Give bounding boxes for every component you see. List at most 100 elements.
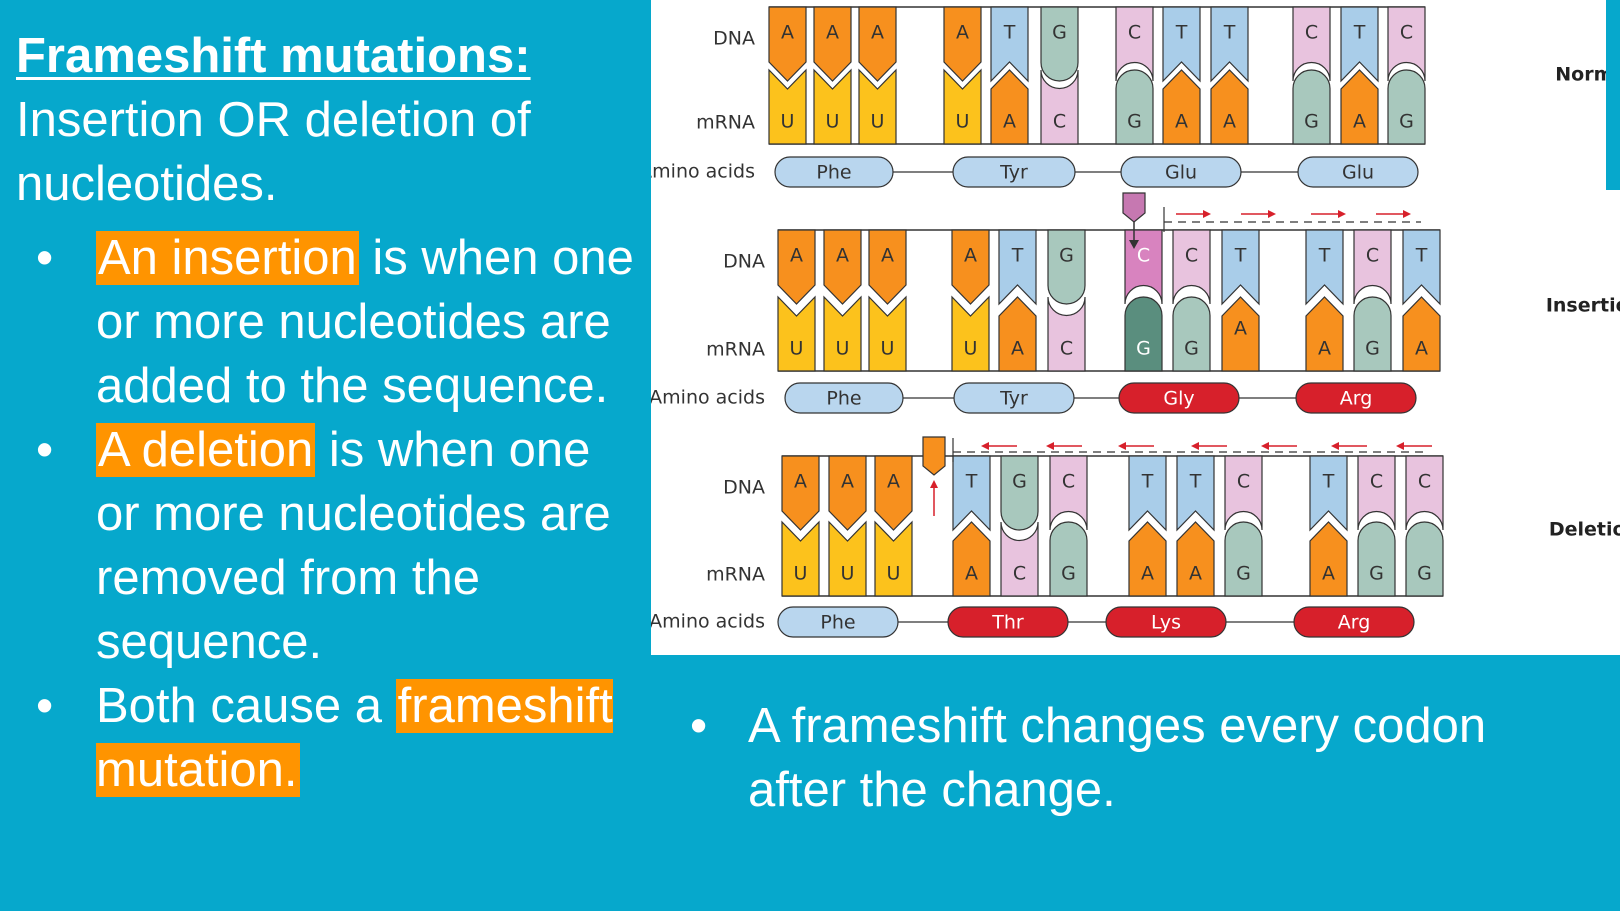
dna-base-letter: A [781, 22, 794, 44]
amino-acid-pill [947, 606, 1069, 638]
dna-base [990, 6, 1029, 83]
shift-left-arrowhead [1396, 442, 1404, 450]
shift-left-arrowhead [981, 442, 989, 450]
dna-base-letter: T [965, 471, 978, 493]
mrna-base [813, 68, 852, 145]
amino-acid-pill [1120, 156, 1242, 188]
dna-base [1305, 229, 1344, 306]
amino-acid-pill [1297, 156, 1419, 188]
mrna-base [1224, 521, 1263, 597]
mrna-base-letter: C [1013, 563, 1026, 585]
dna-base [1221, 229, 1260, 306]
dna-base [1387, 6, 1426, 82]
amino-acid-label: Thr [991, 612, 1024, 634]
dna-base [1000, 455, 1039, 531]
mrna-base [1309, 521, 1348, 597]
mrna-base [1047, 296, 1086, 372]
mrna-base [1115, 69, 1154, 145]
mrna-base-letter: U [790, 338, 804, 360]
bullet-insertion-text: is when one or more nucleotides are adde… [96, 231, 634, 413]
dna-label: DNA [723, 251, 765, 273]
dna-base-letter: T [1141, 471, 1154, 493]
dna-base-letter: A [841, 471, 854, 493]
dna-base-letter: G [1012, 471, 1027, 493]
bullet-deletion: •A deletion is when one or more nucleoti… [16, 418, 641, 674]
insertion-arrowhead [1129, 240, 1139, 249]
mutation-type-label: Deletion [1549, 519, 1620, 541]
dna-base-letter: A [836, 245, 849, 267]
mrna-base [823, 295, 862, 372]
mutation-type-label: Normal [1555, 64, 1620, 86]
dna-base [1405, 455, 1444, 531]
dna-base [858, 6, 897, 82]
mrna-base [1357, 521, 1396, 597]
dna-base [1047, 229, 1086, 305]
mrna-label: mRNA [696, 112, 755, 134]
dna-base-letter: T [1011, 245, 1024, 267]
mrna-base [1353, 296, 1392, 372]
mrna-base-letter: G [1061, 563, 1076, 585]
amino-acid-label: Phe [816, 162, 851, 184]
mrna-base [1049, 521, 1088, 597]
bullet-both: •Both cause a frameshift mutation. [16, 674, 641, 802]
highlight-deletion: A deletion [96, 423, 316, 477]
dna-base-letter: T [1322, 471, 1335, 493]
amino-acid-pill [777, 606, 899, 638]
dna-base-letter: T [1003, 22, 1016, 44]
dna-base [1224, 455, 1263, 531]
mrna-base-letter: U [836, 338, 850, 360]
mrna-base [1340, 69, 1379, 145]
shift-right-arrowhead [1338, 210, 1346, 218]
intro-line-2: nucleotides. [16, 157, 278, 211]
mrna-base-letter: C [1060, 338, 1073, 360]
dna-base-letter: A [826, 22, 839, 44]
mrna-base-letter: A [1189, 563, 1202, 585]
mrna-base-letter: A [1141, 563, 1154, 585]
mrna-base-letter: A [1353, 111, 1366, 133]
definition-list: •An insertion is when one or more nucleo… [16, 226, 641, 802]
amino-acid-label: Phe [826, 388, 861, 410]
mrna-base [1405, 521, 1444, 597]
bullet-dot: • [36, 679, 54, 733]
amino-acids-label: Amino acids [651, 161, 755, 183]
dna-base [1292, 6, 1331, 82]
intro-line-1: Insertion OR deletion of [16, 93, 531, 147]
dna-base-letter: A [881, 245, 894, 267]
mrna-base [828, 520, 867, 597]
mrna-base-letter: U [781, 111, 795, 133]
amino-acid-label: Gly [1163, 388, 1194, 410]
mrna-base [1176, 521, 1215, 597]
dna-base-letter: C [1370, 471, 1383, 493]
dna-base [813, 6, 852, 82]
dna-base [1049, 455, 1088, 531]
left-text-column: Frameshift mutations: Insertion OR delet… [16, 24, 641, 802]
mutation-type-label: Insertion [1546, 295, 1620, 317]
dna-base-letter: C [1128, 22, 1141, 44]
dna-base-letter: C [1366, 245, 1379, 267]
mrna-base-letter: G [1127, 111, 1142, 133]
dna-base-letter: C [1305, 22, 1318, 44]
mrna-base-letter: G [1236, 563, 1251, 585]
bullet-insertion: •An insertion is when one or more nucleo… [16, 226, 641, 418]
shift-left-arrowhead [1261, 442, 1269, 450]
mrna-base-letter: U [841, 563, 855, 585]
mrna-label: mRNA [706, 564, 765, 586]
dna-base [777, 229, 816, 305]
mrna-base-letter: A [1223, 111, 1236, 133]
dna-base-letter: A [956, 22, 969, 44]
mrna-base-letter: G [1184, 338, 1199, 360]
slide-title: Frameshift mutations: [16, 29, 531, 83]
amino-acid-pill [1295, 382, 1417, 414]
dna-base [828, 455, 867, 531]
dna-base [1353, 229, 1392, 305]
inserted-nucleotide-icon [1122, 192, 1146, 223]
mrna-base [1124, 296, 1163, 372]
amino-acid-label: Tyr [999, 162, 1028, 184]
dna-base [1357, 455, 1396, 531]
amino-acid-pill [952, 156, 1076, 188]
dna-base [1115, 6, 1154, 82]
mrna-base-letter: C [1053, 111, 1066, 133]
